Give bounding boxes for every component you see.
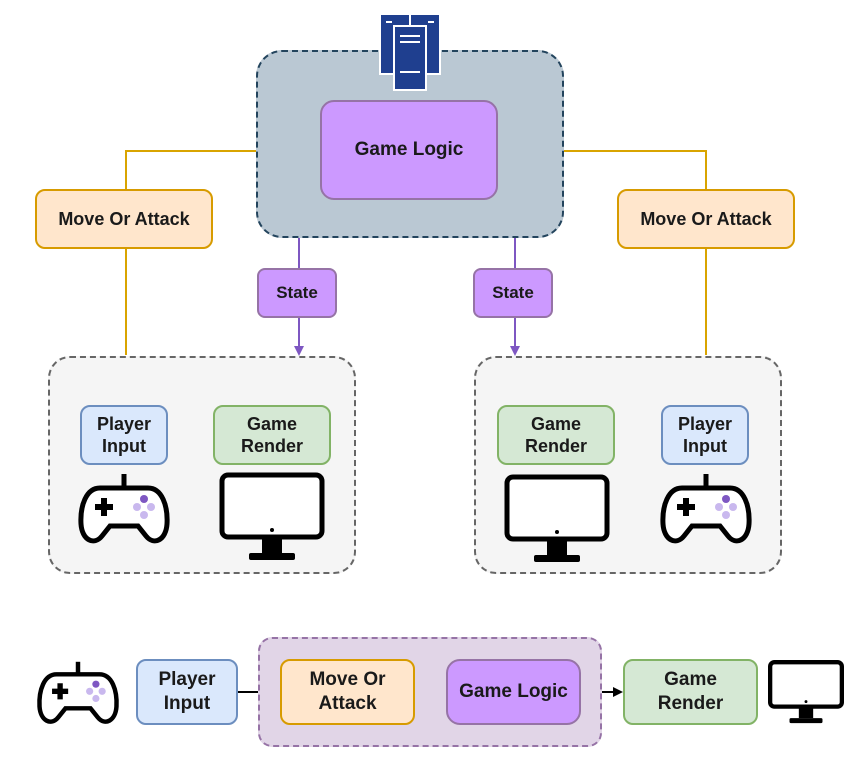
left-player-input-node: Player Input xyxy=(80,405,168,465)
pipeline-game-render-node: Game Render xyxy=(623,659,758,725)
left-state-node: State xyxy=(257,268,337,318)
right-action-arrow xyxy=(500,146,707,189)
right-gamepad-icon xyxy=(660,474,752,544)
pipeline-player-input-node: Player Input xyxy=(136,659,238,725)
server-icon xyxy=(379,13,441,91)
pipeline-game-logic-node: Game Logic xyxy=(446,659,581,725)
pipeline-move-or-attack-node: Move Or Attack xyxy=(280,659,415,725)
game-logic-node: Game Logic xyxy=(320,100,498,200)
left-action-arrow xyxy=(125,146,318,189)
right-game-render-node: Game Render xyxy=(497,405,615,465)
left-move-or-attack-node: Move Or Attack xyxy=(35,189,213,249)
left-gamepad-icon xyxy=(78,474,170,544)
right-monitor-icon xyxy=(504,474,610,562)
right-player-input-node: Player Input xyxy=(661,405,749,465)
left-game-render-node: Game Render xyxy=(213,405,331,465)
pipeline-gamepad-icon xyxy=(37,661,119,724)
left-monitor-icon xyxy=(219,472,325,560)
pipeline-monitor-icon xyxy=(768,660,844,724)
right-move-or-attack-node: Move Or Attack xyxy=(617,189,795,249)
right-state-node: State xyxy=(473,268,553,318)
